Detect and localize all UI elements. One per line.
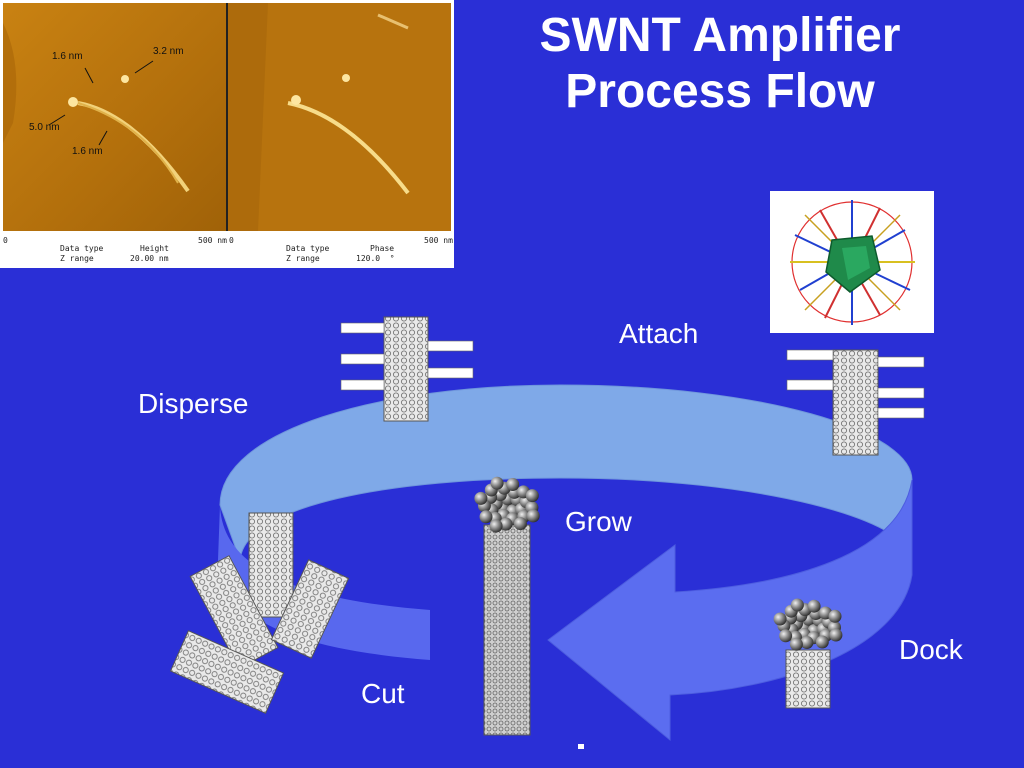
afm-annotation-4: 1.6 nm xyxy=(72,146,103,157)
particle xyxy=(800,636,814,649)
particle xyxy=(525,489,539,503)
afm-right-z-range-value: 120.0 ° xyxy=(356,254,395,263)
particle xyxy=(490,476,504,490)
afm-left-z-range-label: Z range xyxy=(60,254,94,263)
particle xyxy=(489,519,503,533)
slide-title: SWNT Amplifier Process Flow xyxy=(539,9,901,118)
step-label-dock: Dock xyxy=(899,634,963,665)
afm-left-scale-end: 500 nm xyxy=(198,236,227,245)
afm-divider xyxy=(226,3,228,231)
particle xyxy=(773,612,787,626)
afm-right-data-type-label: Data type xyxy=(286,244,330,253)
afm-phase-panel xyxy=(228,3,451,231)
particle xyxy=(829,628,843,642)
step-label-disperse: Disperse xyxy=(138,388,249,419)
dock-nanotube xyxy=(773,598,843,709)
afm-image: 1.6 nm 3.2 nm 5.0 nm 1.6 nm 0 500 nm Dat… xyxy=(0,0,454,268)
grow-nanotube xyxy=(474,476,540,736)
attach-nanotube xyxy=(786,349,925,456)
afm-left-data-type-value: Height xyxy=(140,244,169,253)
particle xyxy=(479,510,493,524)
afm-right-scale-end: 500 nm xyxy=(424,236,453,245)
disperse-nanotube xyxy=(340,316,474,422)
particle xyxy=(815,635,829,649)
step-label-cut: Cut xyxy=(361,678,405,709)
step-label-grow: Grow xyxy=(565,506,632,537)
molecular-cluster-image xyxy=(770,191,934,333)
particle xyxy=(526,509,540,523)
particle xyxy=(499,517,513,531)
particle xyxy=(789,637,803,651)
afm-right-data-type-value: Phase xyxy=(370,244,395,253)
step-label-attach: Attach xyxy=(619,318,699,349)
particle xyxy=(790,598,804,612)
afm-annotation-1: 1.6 nm xyxy=(52,51,83,62)
particle xyxy=(513,517,527,531)
afm-right-scale-start: 0 xyxy=(229,236,234,245)
cut-nanotube-segments xyxy=(169,512,350,714)
afm-left-z-range-value: 20.00 nm xyxy=(130,254,169,263)
particle xyxy=(506,478,520,491)
particle xyxy=(828,609,842,623)
afm-left-scale-start: 0 xyxy=(3,236,8,245)
dot-mark xyxy=(578,744,584,749)
particle xyxy=(474,491,488,505)
afm-annotation-3: 5.0 nm xyxy=(29,122,60,133)
particle xyxy=(807,599,821,613)
afm-annotation-2: 3.2 nm xyxy=(153,46,184,57)
afm-left-data-type-label: Data type xyxy=(60,244,104,253)
afm-height-panel xyxy=(3,3,226,231)
afm-right-z-range-label: Z range xyxy=(286,254,320,263)
particle xyxy=(779,629,793,643)
